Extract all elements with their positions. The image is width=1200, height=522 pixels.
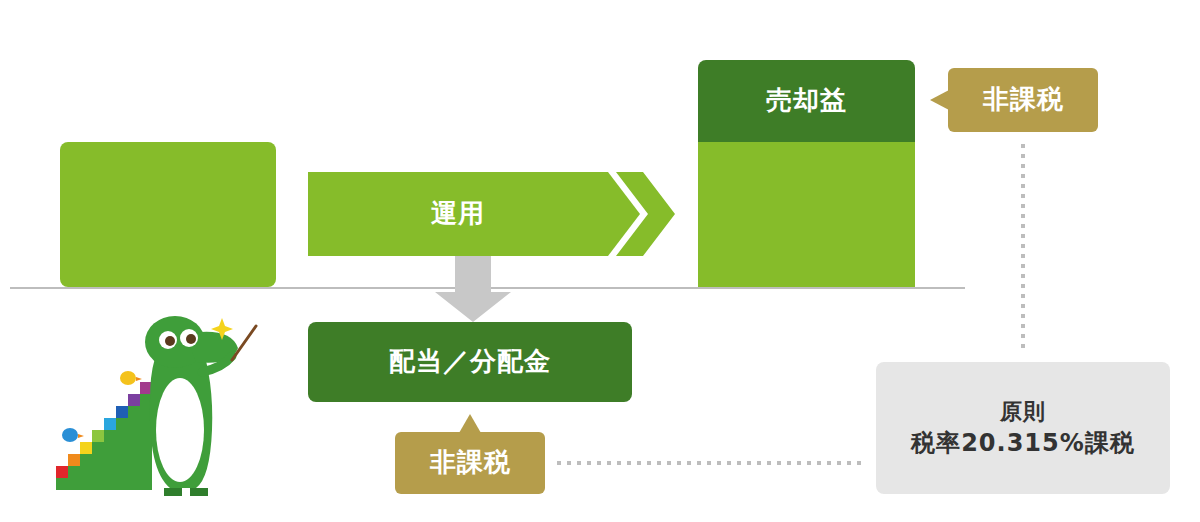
gain-header: 売却益: [698, 60, 915, 142]
grown-asset-box: [698, 138, 915, 287]
dotted-leader: [557, 461, 864, 465]
band-body: [308, 172, 640, 256]
tax-rule-box: 原則税率20.315%課税: [876, 362, 1170, 494]
callout-body: [395, 432, 545, 494]
callout-pointer: [459, 414, 481, 433]
node-text: 運用: [431, 196, 485, 231]
node-text: 非課税: [983, 82, 1064, 117]
tax-free-callout: 非課税: [948, 68, 1098, 132]
tax-free-callout: 非課税: [395, 432, 545, 494]
callout-pointer: [930, 90, 949, 110]
crocodile-mascot: [56, 316, 256, 496]
investment-band: 運用: [308, 172, 675, 256]
principal-box: [60, 142, 276, 287]
callout-body: [948, 68, 1098, 132]
node-text: 売却益: [766, 83, 847, 118]
band-shape: [308, 172, 675, 256]
stairs: [56, 382, 152, 490]
flow-arrow: [435, 256, 511, 322]
node-text: 配当／分配金: [389, 344, 551, 379]
node-text: 非課税: [430, 445, 511, 480]
node-text: 税率20.315%課税: [911, 427, 1135, 459]
dividend-box: 配当／分配金: [308, 322, 632, 402]
node-text: 原則: [1000, 397, 1046, 427]
band-chevron: [616, 172, 675, 256]
dotted-leader: [1021, 144, 1025, 350]
